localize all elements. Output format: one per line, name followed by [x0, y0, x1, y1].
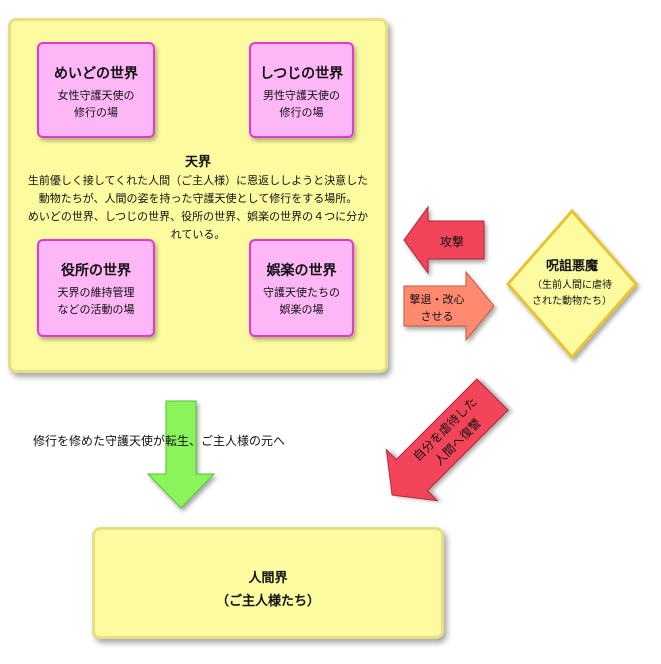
demon-sub-line2: された動物たち） — [532, 294, 612, 307]
reincarnation-label: 修行を修めた守護天使が転生、ご主人様の元へ — [33, 434, 286, 448]
world-maid: めいどの世界 女性守護天使の 修行の場 — [37, 42, 155, 138]
heaven-box: めいどの世界 女性守護天使の 修行の場 しつじの世界 男性守護天使の 修行の場 … — [8, 18, 388, 373]
world-maid-title: めいどの世界 — [54, 66, 138, 82]
demon-diamond: 呪詛悪魔 （生前人間に虐待 された動物たち） — [506, 208, 638, 360]
world-entertainment-title: 娯楽の世界 — [266, 263, 337, 279]
repel-arrow: 撃退・改心 させる — [403, 270, 495, 342]
repel-label-line1: 撃退・改心 — [410, 292, 465, 306]
attack-label: 攻撃 — [440, 234, 464, 249]
human-world-subtitle: （ご主人様たち） — [215, 594, 320, 609]
world-butler-desc: 男性守護天使の 修行の場 — [263, 89, 340, 119]
human-world-box: 人間界 （ご主人様たち） — [92, 527, 444, 639]
reincarnation-arrow — [146, 400, 216, 509]
world-entertainment-desc: 守護天使たちの 娯楽の場 — [263, 286, 340, 316]
attack-arrow: 攻撃 — [403, 205, 485, 275]
heaven-title: 天界 — [184, 155, 211, 170]
revenge-arrow: 自分を虐待した 人間へ復讐 — [385, 378, 509, 502]
world-office-title: 役所の世界 — [61, 263, 131, 279]
world-office: 役所の世界 天界の維持管理 などの活動の場 — [37, 239, 155, 337]
world-entertainment: 娯楽の世界 守護天使たちの 娯楽の場 — [249, 239, 354, 337]
repel-label-line2: させる — [421, 310, 454, 323]
world-butler-title: しつじの世界 — [259, 66, 344, 82]
world-butler: しつじの世界 男性守護天使の 修行の場 — [249, 42, 354, 138]
heaven-description: 生前優しく接してくれた人間（ご主人様）に恩返ししようと決意した 動物たちが、人間… — [27, 174, 369, 241]
world-office-desc: 天界の維持管理 などの活動の場 — [57, 286, 135, 316]
demon-title: 呪詛悪魔 — [546, 258, 598, 274]
world-maid-desc: 女性守護天使の 修行の場 — [57, 89, 135, 119]
demon-sub-line1: （生前人間に虐待 — [532, 278, 612, 291]
human-world-title: 人間界 — [248, 571, 288, 586]
